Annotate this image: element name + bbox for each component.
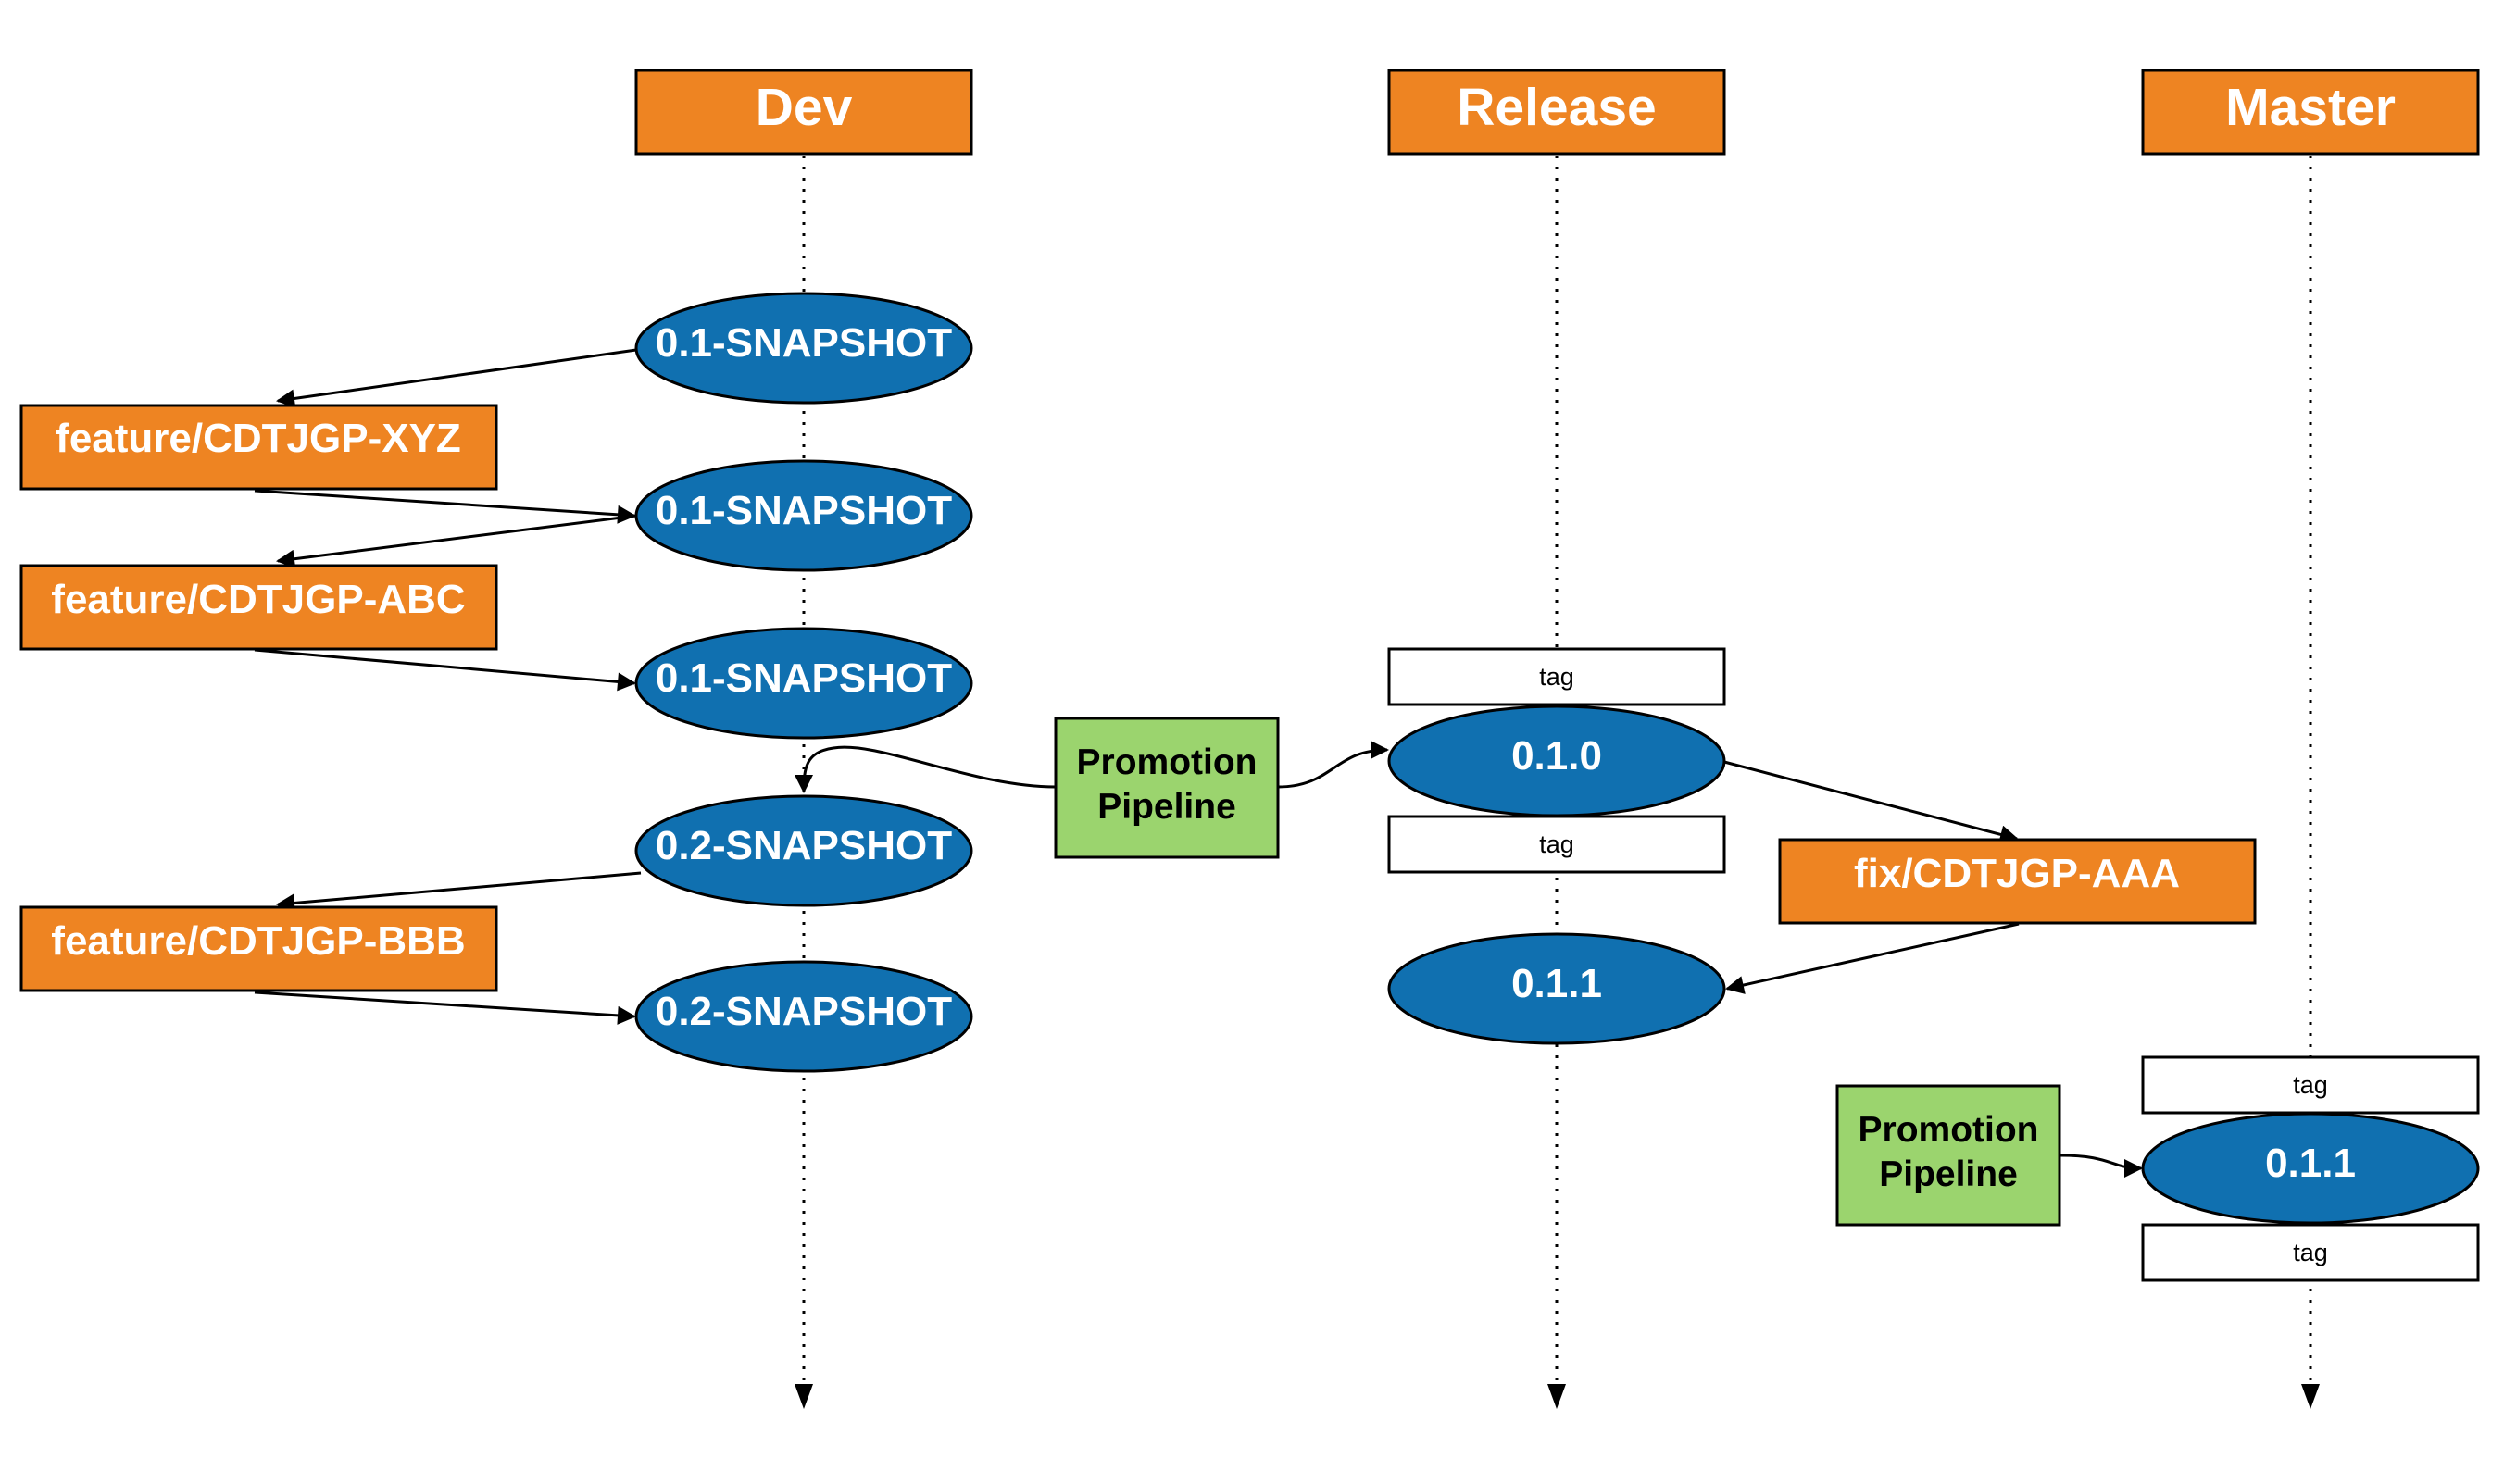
tag-label: tag <box>2293 1239 2328 1266</box>
promotion-pipeline-box: Promotion Pipeline <box>1054 717 1280 859</box>
tag-box: tag <box>1387 815 1726 874</box>
dev-version-node: 0.1-SNAPSHOT <box>634 459 973 572</box>
dev-version-label: 0.1-SNAPSHOT <box>656 488 952 533</box>
arrow-promotion-to-rel010 <box>1277 741 1389 789</box>
tag-label: tag <box>2293 1071 2328 1099</box>
tag-box: tag <box>2141 1055 2480 1115</box>
lifeline-arrowheads <box>795 1384 2320 1409</box>
tag-box: tag <box>2141 1223 2480 1282</box>
arrow-rel010-to-fix <box>1723 760 2019 844</box>
feature-branch-label: feature/CDTJGP-XYZ <box>56 416 461 461</box>
arrow-xyz-to-dev2 <box>254 489 636 524</box>
feature-branch-box: feature/CDTJGP-ABC <box>19 564 498 651</box>
feature-branch-box: feature/CDTJGP-XYZ <box>19 404 498 491</box>
lane-header-master-label: Master <box>2225 78 2396 137</box>
promotion-pipeline-line1: Promotion <box>1077 742 1258 782</box>
arrow-bbb-to-dev5 <box>254 991 636 1025</box>
release-version-node: 0.1.1 <box>1387 932 1726 1045</box>
release-lifeline-arrowhead <box>1547 1384 1566 1409</box>
lane-header-dev: Dev <box>634 69 973 156</box>
dev-version-node: 0.1-SNAPSHOT <box>634 627 973 740</box>
lane-header-dev-label: Dev <box>756 78 853 137</box>
promotion-pipeline-line2: Pipeline <box>1097 787 1236 827</box>
dev-version-node: 0.2-SNAPSHOT <box>634 960 973 1073</box>
release-version-label: 0.1.0 <box>1511 733 1602 779</box>
dev-version-label: 0.2-SNAPSHOT <box>656 823 952 868</box>
arrow-promotion-to-dev4 <box>795 745 1057 793</box>
tag-label: tag <box>1539 830 1574 858</box>
tag-label: tag <box>1539 663 1574 691</box>
master-lifeline-arrowhead <box>2301 1384 2320 1409</box>
dev-version-node: 0.1-SNAPSHOT <box>634 292 973 405</box>
promotion-pipeline-box: Promotion Pipeline <box>1835 1084 2061 1227</box>
master-version-label: 0.1.1 <box>2265 1141 2356 1186</box>
dev-version-label: 0.1-SNAPSHOT <box>656 320 952 366</box>
promotion-pipeline-line1: Promotion <box>1859 1110 2039 1150</box>
promotion-pipeline-line2: Pipeline <box>1879 1154 2018 1194</box>
master-version-node: 0.1.1 <box>2141 1112 2480 1225</box>
arrow-abc-to-dev3 <box>254 648 636 692</box>
dev-version-label: 0.2-SNAPSHOT <box>656 989 952 1034</box>
release-version-label: 0.1.1 <box>1511 961 1602 1006</box>
fix-branch-box: fix/CDTJGP-AAA <box>1778 838 2257 925</box>
arrow-dev1-to-xyz <box>276 348 637 408</box>
dev-version-node: 0.2-SNAPSHOT <box>634 794 973 907</box>
feature-branch-label: feature/CDTJGP-ABC <box>51 577 465 622</box>
tag-box: tag <box>1387 647 1726 706</box>
feature-branch-box: feature/CDTJGP-BBB <box>19 905 498 992</box>
lane-header-master: Master <box>2141 69 2480 156</box>
arrow-fix-to-rel011 <box>1725 922 2020 994</box>
dev-lifeline-arrowhead <box>795 1384 813 1409</box>
release-version-node: 0.1.0 <box>1387 705 1726 817</box>
lane-header-release: Release <box>1387 69 1726 156</box>
connectors <box>254 348 2143 1178</box>
fix-branch-label: fix/CDTJGP-AAA <box>1854 851 2180 896</box>
feature-branch-label: feature/CDTJGP-BBB <box>51 918 465 964</box>
arrow-promotion-to-master011 <box>2060 1154 2143 1178</box>
arrow-dev4-to-bbb <box>276 871 642 913</box>
lane-header-release-label: Release <box>1457 78 1657 137</box>
dev-version-label: 0.1-SNAPSHOT <box>656 655 952 701</box>
arrow-dev2-to-abc <box>276 514 637 568</box>
